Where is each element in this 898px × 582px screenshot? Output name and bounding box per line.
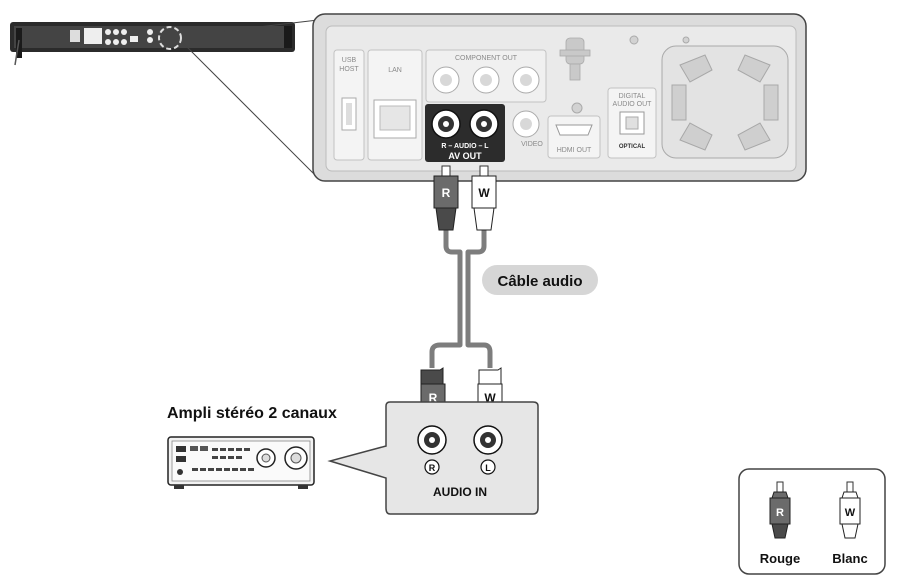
player-plug-r-letter: R xyxy=(442,186,451,200)
player-red-plug: R xyxy=(433,165,459,231)
digital-audio-out-label-1: DIGITAL xyxy=(619,93,646,100)
legend-r-letter: R xyxy=(776,507,784,519)
lan-label: LAN xyxy=(388,67,402,74)
usb-host-label-2: HOST xyxy=(339,66,359,73)
zoom-callout xyxy=(181,19,319,179)
legend-w-letter: W xyxy=(845,507,856,519)
legend-blanc-label: Blanc xyxy=(832,551,867,566)
cable-label: Câble audio xyxy=(497,273,582,290)
optical-label: OPTICAL xyxy=(619,144,646,150)
audio-lr-label: R – AUDIO – L xyxy=(441,143,489,150)
stereo-amplifier xyxy=(167,436,315,489)
component-out-label: COMPONENT OUT xyxy=(455,55,518,62)
jack-l-label: L xyxy=(485,463,491,473)
amp-title: Ampli stéréo 2 canaux xyxy=(167,405,337,422)
player-thumbnail xyxy=(10,22,295,66)
audio-in-label: AUDIO IN xyxy=(433,485,487,499)
legend-white-plug: W xyxy=(839,481,861,539)
legend-red-plug: R xyxy=(769,481,791,539)
digital-audio-out-label-2: AUDIO OUT xyxy=(613,101,653,108)
player-back-panel: USB HOST LAN COMPONENT OUT VIDEO R – AUD… xyxy=(312,13,807,182)
jack-r-label: R xyxy=(429,463,436,473)
player-plug-w-letter: W xyxy=(478,186,490,200)
cable-label-pill xyxy=(482,265,598,295)
audio-cable xyxy=(429,228,493,368)
player-white-plug: W xyxy=(471,165,497,231)
amp-plug-r-letter: R xyxy=(429,391,438,405)
legend-box: R W Rouge Blanc xyxy=(738,468,886,575)
av-out-label: AV OUT xyxy=(448,151,482,161)
video-label: VIDEO xyxy=(521,141,543,148)
hdmi-out-label: HDMI OUT xyxy=(557,147,592,154)
usb-host-label-1: USB xyxy=(342,57,357,64)
amp-input-panel: R L AUDIO IN xyxy=(327,401,539,515)
legend-rouge-label: Rouge xyxy=(760,551,800,566)
